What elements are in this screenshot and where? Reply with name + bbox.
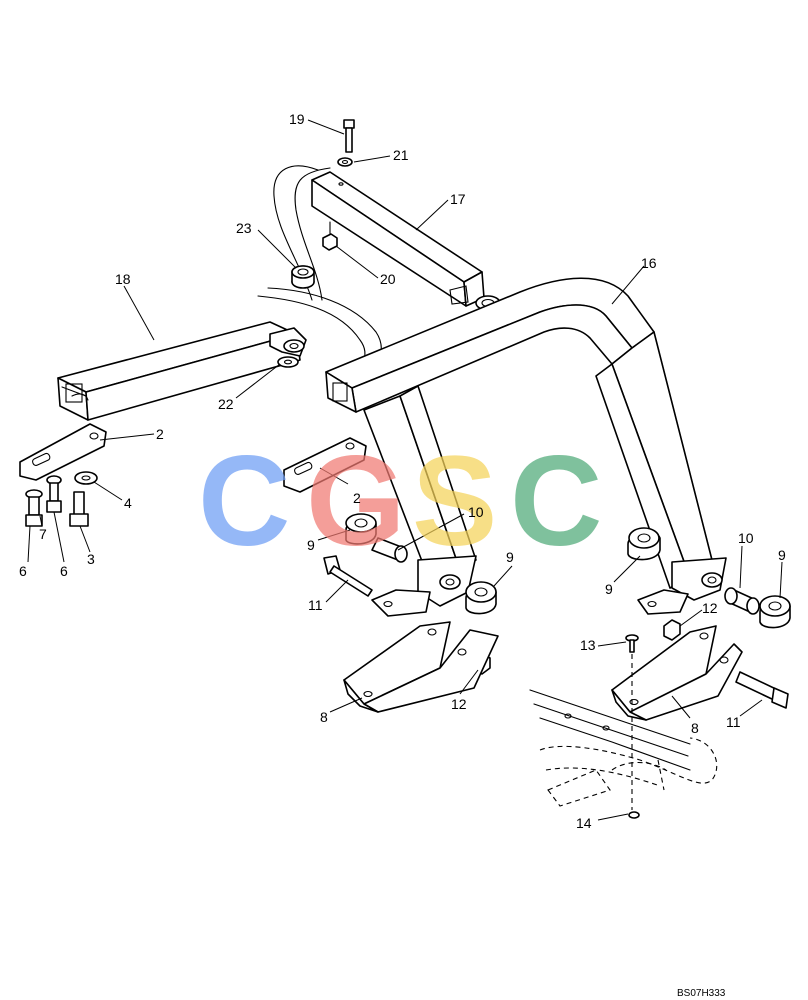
callout-17: 17	[450, 191, 466, 207]
part-6-bolt-b	[46, 475, 62, 513]
part-17-upper-tube	[311, 171, 485, 307]
part-9-bushing-b	[465, 581, 497, 615]
part-21-washer	[337, 157, 353, 167]
watermark-letter-4: C	[510, 430, 602, 573]
part-8-bracket-left	[343, 621, 499, 713]
callout-6-a: 6	[19, 563, 27, 579]
callout-7: 7	[39, 526, 47, 542]
callouts: 19 21 17 23 20 16 18 22 2 2 4 7 6 6 3 10…	[19, 111, 786, 831]
callout-4: 4	[124, 495, 132, 511]
part-19-bolt	[343, 119, 355, 153]
part-10-sleeve-b	[724, 587, 760, 615]
callout-8-right: 8	[691, 720, 699, 736]
left-foot-bracket	[371, 555, 477, 617]
part-11-bolt-left	[323, 555, 373, 597]
callout-19: 19	[289, 111, 305, 127]
callout-10-a: 10	[468, 504, 484, 520]
part-8-bracket-right	[611, 625, 743, 721]
callout-22: 22	[218, 396, 234, 412]
callout-9-c: 9	[605, 581, 613, 597]
part-12-nut-b	[663, 619, 681, 641]
callout-10-b: 10	[738, 530, 754, 546]
callout-13: 13	[580, 637, 596, 653]
part-13-pin	[625, 634, 639, 810]
callout-11-left: 11	[308, 597, 323, 613]
watermark-letter-1: C	[198, 430, 290, 573]
chassis-outline	[529, 689, 718, 807]
callout-18: 18	[115, 271, 131, 287]
leader-lines	[27, 119, 783, 821]
part-23-bushing	[291, 265, 315, 289]
callout-12-right: 12	[702, 600, 718, 616]
callout-2-left: 2	[156, 426, 164, 442]
part-14-nut	[628, 811, 640, 819]
part-6-bolt-a	[25, 489, 43, 527]
callout-11-right: 11	[726, 714, 741, 730]
callout-8-left: 8	[320, 709, 328, 725]
part-20-nut	[322, 233, 338, 251]
callout-9-b: 9	[506, 549, 514, 565]
callout-16: 16	[641, 255, 657, 271]
callout-14: 14	[576, 815, 592, 831]
callout-20: 20	[380, 271, 396, 287]
watermark-letter-3: S	[412, 430, 497, 573]
callout-9-d: 9	[778, 547, 786, 563]
part-9-bushing-d	[759, 595, 791, 629]
part-22-washer	[277, 356, 299, 368]
part-11-bolt-right	[735, 671, 789, 709]
callout-6-b: 6	[60, 563, 68, 579]
part-2-plate-center	[283, 437, 367, 493]
watermark: C G S C	[198, 430, 602, 573]
callout-2-center: 2	[353, 490, 361, 506]
part-2-plate-left	[19, 423, 107, 481]
part-9-bushing-c	[627, 527, 661, 561]
callout-23: 23	[236, 220, 252, 236]
callout-9-a: 9	[307, 537, 315, 553]
drawing-code: BS07H333	[677, 988, 726, 999]
callout-3: 3	[87, 551, 95, 567]
callout-12-left: 12	[451, 696, 467, 712]
callout-21: 21	[393, 147, 409, 163]
right-foot-bracket	[637, 557, 727, 615]
watermark-letter-2: G	[306, 430, 406, 573]
part-18-cross-tube	[57, 321, 301, 421]
part-9-bushing-a	[345, 513, 377, 545]
part-16-roll-frame	[325, 277, 713, 589]
part-3-bolt	[69, 491, 89, 527]
part-4-washer	[74, 471, 98, 485]
